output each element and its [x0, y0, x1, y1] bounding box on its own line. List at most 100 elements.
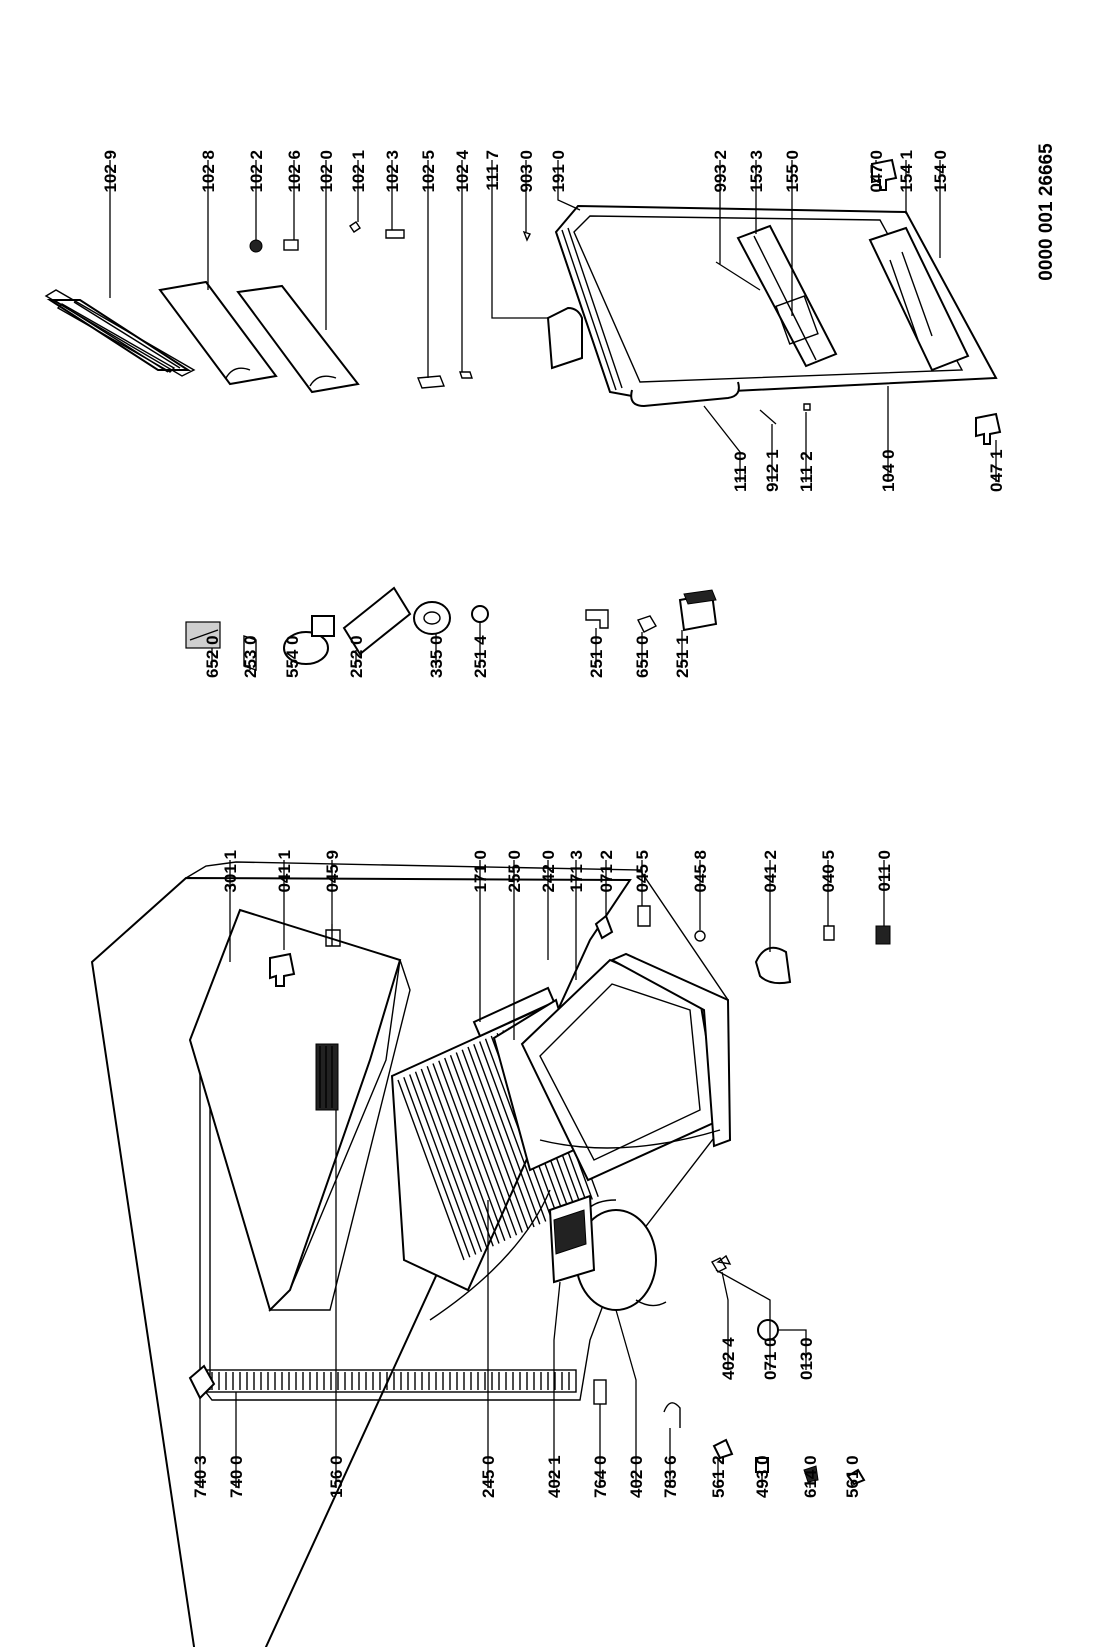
- part-554-0-lamp-housing: [283, 615, 335, 665]
- part-label-1112: 111 2: [797, 451, 816, 492]
- part-013-0: [757, 1319, 779, 1341]
- part-label-2511: 251 1: [673, 635, 692, 678]
- part-561-2: [712, 1438, 734, 1460]
- part-252-0-housing: [342, 586, 412, 656]
- part-102-9-tray-frame: [44, 289, 196, 377]
- part-label-6140: 614 0: [801, 1455, 820, 1498]
- part-label-4930: 493 0: [753, 1455, 772, 1498]
- part-label-1021: 102 1: [349, 150, 368, 193]
- part-label-1023: 102 3: [383, 150, 402, 193]
- part-614-0: [803, 1465, 819, 1483]
- part-102-3: [385, 229, 405, 239]
- part-label-0458: 045 8: [691, 850, 710, 893]
- part-253-0: [243, 635, 257, 671]
- part-label-5612: 561 2: [709, 1455, 728, 1498]
- part-label-0110: 011 0: [875, 850, 894, 892]
- part-764-0: [593, 1379, 607, 1405]
- part-label-2510: 251 0: [587, 635, 606, 678]
- part-251-4: [471, 605, 489, 623]
- part-label-7400: 740 0: [227, 1455, 246, 1498]
- part-label-1020: 102 0: [317, 150, 336, 193]
- part-label-5540: 554 0: [283, 635, 302, 678]
- part-label-2550: 255 0: [505, 850, 524, 893]
- part-label-1110: 111 0: [731, 451, 750, 492]
- part-label-0470: 047 0: [867, 150, 886, 193]
- part-label-1028: 102 8: [199, 150, 218, 193]
- part-label-7836: 783 6: [661, 1455, 680, 1498]
- part-903-0: [522, 230, 531, 242]
- part-label-1026: 102 6: [285, 150, 304, 193]
- part-102-2: [249, 239, 263, 253]
- part-102-8-shelf: [158, 280, 278, 386]
- part-740-3: [188, 1364, 216, 1400]
- part-label-1550: 155 0: [783, 150, 802, 193]
- part-011-0: [875, 925, 891, 945]
- cabinet-body: [90, 861, 732, 1647]
- part-label-2450: 245 0: [479, 1455, 498, 1498]
- part-label-4020: 402 0: [627, 1455, 646, 1498]
- part-071-0: [711, 1257, 727, 1273]
- part-402-1-relay: [548, 1194, 596, 1284]
- part-label-0471: 047 1: [987, 449, 1006, 492]
- part-102-0-shelf: [236, 284, 360, 394]
- part-label-0405: 040 5: [819, 850, 838, 893]
- part-label-1560: 156 0: [327, 1455, 346, 1498]
- part-045-9: [325, 924, 341, 947]
- part-label-9121: 912 1: [763, 449, 782, 492]
- part-label-7403: 740 3: [191, 1455, 210, 1498]
- part-label-9932: 993 2: [711, 150, 730, 193]
- part-label-9030: 903 0: [517, 150, 536, 193]
- part-label-0411: 041 1: [275, 850, 294, 893]
- part-402-4: [716, 1254, 732, 1265]
- part-label-1910: 191 0: [549, 150, 568, 193]
- part-label-1025: 102 5: [419, 150, 438, 193]
- document-number: 0000 001 26665: [1036, 143, 1057, 281]
- part-label-1029: 102 9: [101, 150, 120, 193]
- part-040-5: [823, 925, 835, 941]
- part-111-7: [546, 306, 583, 370]
- part-label-1710: 171 0: [471, 850, 490, 893]
- part-label-3350: 335 0: [427, 635, 446, 678]
- part-label-2514: 251 4: [471, 635, 490, 678]
- part-label-0712: 071 2: [597, 850, 616, 893]
- part-251-1-box: [678, 589, 718, 632]
- part-047-0: [871, 158, 898, 191]
- part-label-0459: 045 9: [323, 850, 342, 893]
- part-912-1: [759, 409, 777, 425]
- part-041-1: [269, 952, 296, 987]
- part-047-1: [975, 412, 1002, 445]
- part-label-1533: 153 3: [747, 150, 766, 193]
- part-251-0: [585, 609, 609, 629]
- part-102-1: [349, 221, 361, 233]
- part-label-1541: 154 1: [897, 150, 916, 193]
- part-number-labels: 102 9 102 8 102 2 102 6 102 0 102 1 102 3 102 5…: [101, 149, 1006, 1498]
- part-651-0: [637, 615, 657, 633]
- part-102-6: [283, 239, 299, 251]
- part-label-4021: 402 1: [545, 1455, 564, 1498]
- part-652-0-thermostat: [185, 621, 221, 649]
- part-071-2: [594, 914, 614, 940]
- part-104-0-door: [554, 204, 998, 408]
- part-335-0-knob: [413, 601, 451, 635]
- part-label-5610: 561 0: [843, 1455, 862, 1498]
- part-045-5: [637, 905, 651, 927]
- evaporator-coil: [315, 1043, 339, 1111]
- part-102-5: [417, 375, 445, 389]
- part-label-0710: 071 0: [761, 1337, 780, 1380]
- part-label-1540: 154 0: [931, 150, 950, 193]
- part-561-0: [846, 1468, 866, 1486]
- part-label-1713: 171 3: [567, 850, 586, 893]
- part-label-2520: 252 0: [347, 635, 366, 678]
- part-label-1040: 104 0: [879, 449, 898, 492]
- part-label-2420: 242 0: [539, 850, 558, 893]
- part-label-1117: 111 7: [483, 150, 502, 191]
- part-label-0455: 045 5: [633, 850, 652, 893]
- part-783-6: [663, 1402, 681, 1428]
- part-label-0412: 041 2: [761, 850, 780, 893]
- part-label-2530: 253 0: [241, 635, 260, 678]
- leader-lines: [109, 160, 997, 1488]
- part-label-1022: 102 2: [247, 150, 266, 193]
- part-041-2: [754, 946, 792, 985]
